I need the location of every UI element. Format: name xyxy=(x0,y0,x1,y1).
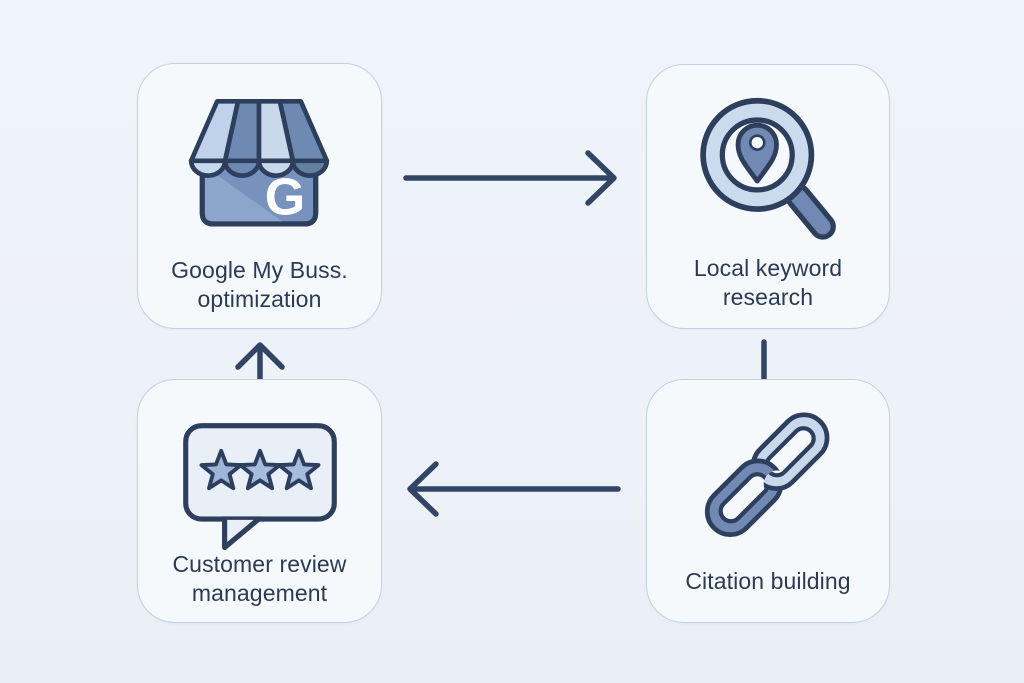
node-citation-building: Citation building xyxy=(646,379,890,623)
node-label-keyword: Local keyword research xyxy=(647,254,889,312)
node-gmb-optimization: G Google My Buss. optimization xyxy=(137,63,382,329)
node-customer-review-management: Customer review management xyxy=(137,379,382,623)
node-label-gmb: Google My Buss. optimization xyxy=(138,256,381,314)
node-label-citation: Citation building xyxy=(647,567,889,596)
google-g-letter: G xyxy=(265,169,305,227)
label-line: Google My Buss. xyxy=(171,257,348,283)
label-line: Customer review xyxy=(172,551,347,577)
storefront-g-icon: G xyxy=(180,92,338,243)
label-line: management xyxy=(191,580,328,606)
chain-link-icon xyxy=(687,398,849,551)
label-line: research xyxy=(722,284,814,310)
label-line: Citation building xyxy=(685,568,851,594)
magnifier-location-pin-icon xyxy=(683,85,849,251)
label-line: optimization xyxy=(197,286,322,312)
node-local-keyword-research: Local keyword research xyxy=(646,64,890,329)
arrow-review-to-gmb xyxy=(235,342,285,384)
node-label-review: Customer review management xyxy=(138,550,381,608)
arrow-citation-to-review xyxy=(407,461,621,517)
arrow-gmb-to-keyword xyxy=(403,150,617,206)
label-line: Local keyword xyxy=(693,255,843,281)
review-speech-bubble-stars-icon xyxy=(178,418,342,554)
